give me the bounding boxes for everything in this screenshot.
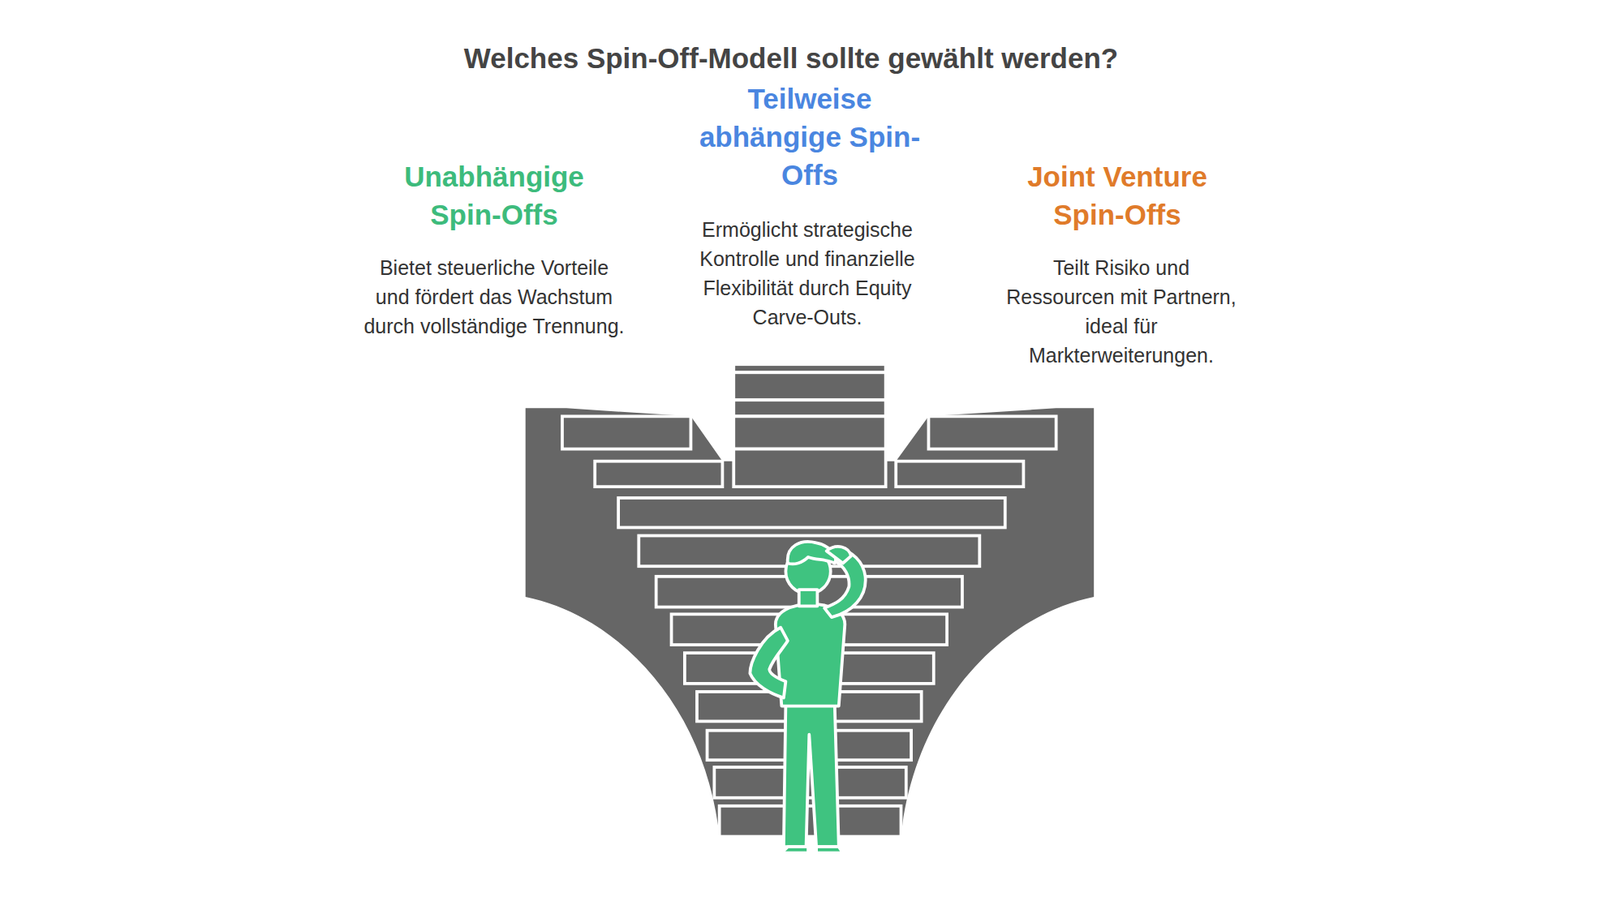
option-description: Bietet steuerliche Vorteile und fördert … [360, 253, 628, 341]
option-description: Ermöglicht strategische Kontrolle und fi… [673, 215, 942, 332]
option-heading: Joint Venture Spin-Offs [1003, 157, 1231, 234]
option-heading: Teilweise abhängige Spin-Offs [683, 79, 936, 194]
thinking-person [749, 541, 865, 854]
option-heading: Unabhängige Spin-Offs [384, 157, 604, 234]
option-description: Teilt Risiko und Ressourcen mit Partnern… [999, 253, 1244, 370]
diagram-title: Welches Spin-Off-Modell sollte gewählt w… [464, 42, 1119, 75]
